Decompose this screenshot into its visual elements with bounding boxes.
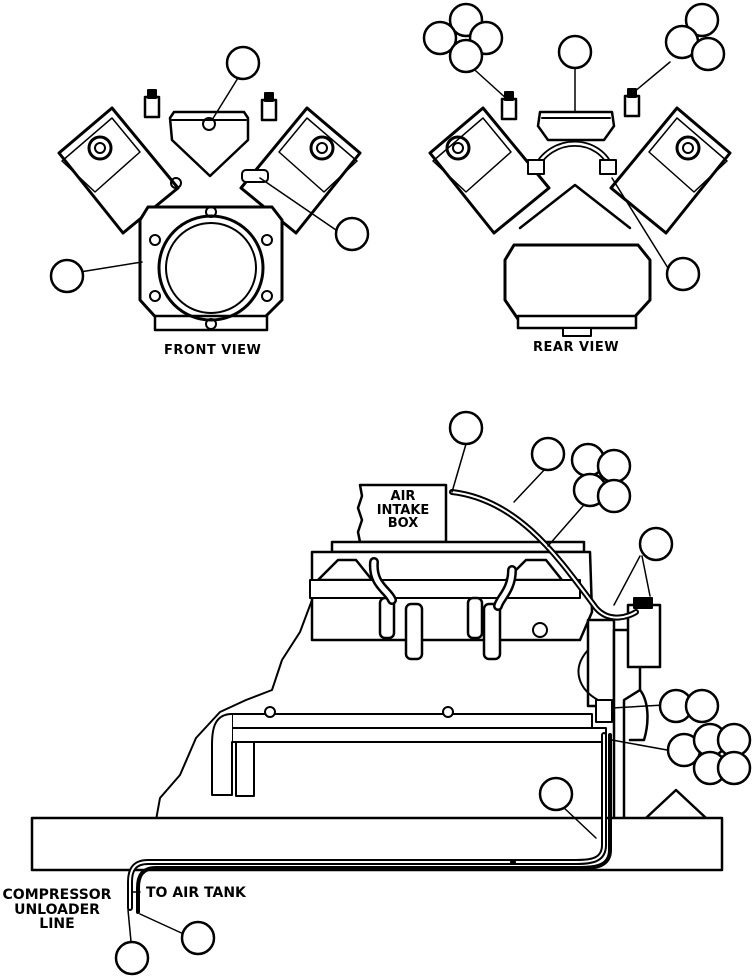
callout-circle bbox=[334, 216, 370, 252]
front-view-caption: FRONT VIEW bbox=[164, 343, 262, 358]
callout-circle bbox=[596, 448, 632, 484]
callout-circle bbox=[684, 688, 720, 724]
callout-circle bbox=[684, 2, 720, 38]
callout-circle bbox=[638, 526, 674, 562]
callout-circle bbox=[596, 478, 632, 514]
callout-circle bbox=[716, 750, 752, 786]
callout-circle bbox=[114, 940, 150, 976]
callout-circle bbox=[448, 38, 484, 74]
front-view-compressor bbox=[57, 77, 362, 332]
installation-view bbox=[30, 443, 724, 953]
rear-view-compressor bbox=[428, 61, 732, 337]
compressor-unloader-line-text: COMPRESSOR bbox=[2, 887, 112, 903]
callout-circle bbox=[180, 920, 216, 956]
callout-circle bbox=[422, 20, 458, 56]
callout-circle bbox=[530, 436, 566, 472]
air-intake-box-line: INTAKE bbox=[376, 502, 430, 518]
callout-circle bbox=[665, 256, 701, 292]
air-intake-box-label: AIR INTAKE BOX bbox=[370, 490, 436, 531]
callout-circles bbox=[49, 2, 752, 976]
callout-circle bbox=[690, 36, 726, 72]
compressor-unloader-line-text: UNLOADER bbox=[14, 901, 100, 918]
air-intake-box-line: BOX bbox=[387, 516, 419, 532]
callout-circle bbox=[49, 258, 85, 294]
air-intake-box-line: AIR bbox=[390, 489, 416, 504]
rear-view-caption: REAR VIEW bbox=[533, 340, 620, 355]
callout-circle bbox=[225, 45, 261, 81]
callout-circle bbox=[538, 776, 574, 812]
callout-circle bbox=[448, 410, 484, 446]
compressor-unloader-line-label: COMPRESSOR UNLOADER LINE bbox=[0, 888, 114, 932]
compressor-unloader-line-text: LINE bbox=[39, 916, 75, 933]
to-air-tank-label: TO AIR TANK bbox=[146, 885, 246, 901]
callout-circle bbox=[557, 34, 593, 70]
